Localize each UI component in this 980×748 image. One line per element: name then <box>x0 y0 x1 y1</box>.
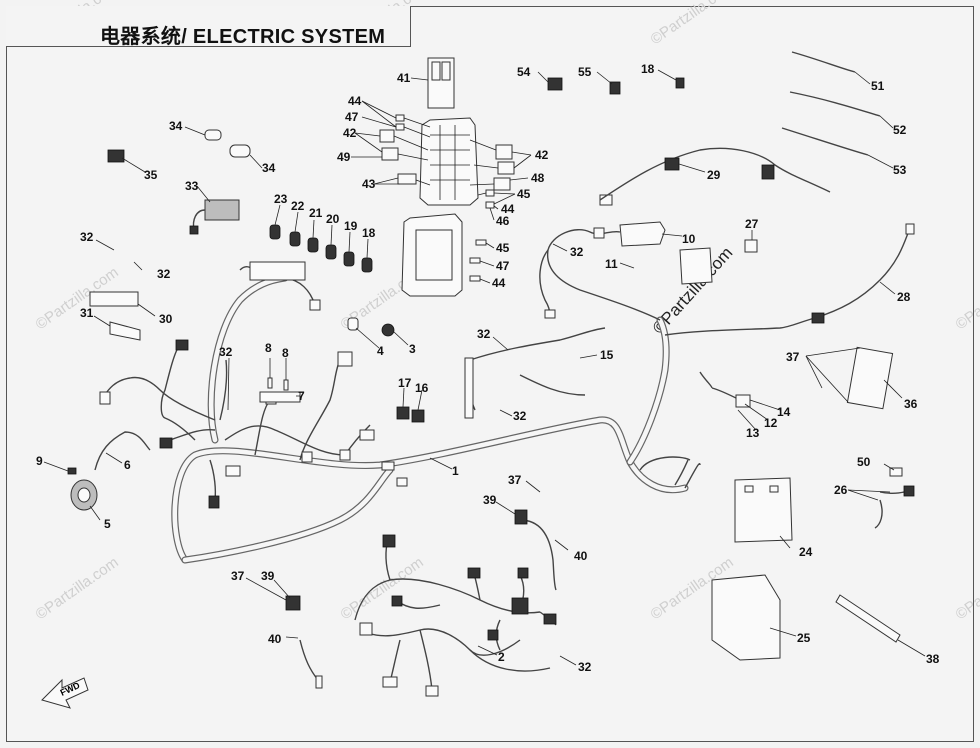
watermark: ©Partzilla.com <box>953 554 980 624</box>
callout-34: 34 <box>262 161 276 175</box>
callout-10: 10 <box>682 232 696 246</box>
callout-39: 39 <box>483 493 497 507</box>
callout-33: 33 <box>185 179 199 193</box>
callout-29: 29 <box>707 168 721 182</box>
callout-37: 37 <box>786 350 800 364</box>
rear-harness <box>354 534 557 697</box>
callout-7: 7 <box>298 389 305 403</box>
callout-55: 55 <box>578 65 592 79</box>
callout-21: 21 <box>309 206 323 220</box>
callout-20: 20 <box>326 212 340 226</box>
callout-41: 41 <box>397 71 411 85</box>
callout-32: 32 <box>513 409 527 423</box>
callout-22: 22 <box>291 199 305 213</box>
callout-54: 54 <box>517 65 531 79</box>
callout-40: 40 <box>574 549 588 563</box>
callout-24: 24 <box>799 545 813 559</box>
callout-46: 46 <box>496 214 510 228</box>
callout-16: 16 <box>415 381 429 395</box>
callout-50: 50 <box>857 455 871 469</box>
callout-32: 32 <box>578 660 592 674</box>
callout-5: 5 <box>104 517 111 531</box>
callout-42: 42 <box>343 126 357 140</box>
callout-14: 14 <box>777 405 791 419</box>
fwd-arrow: FWD <box>41 677 89 709</box>
callout-3: 3 <box>409 342 416 356</box>
callout-45: 45 <box>496 241 510 255</box>
callout-44: 44 <box>492 276 506 290</box>
callout-44: 44 <box>501 202 515 216</box>
main-harness <box>99 194 816 564</box>
callout-8: 8 <box>282 346 289 360</box>
callout-36: 36 <box>904 397 918 411</box>
right-side-parts <box>285 51 915 689</box>
callout-6: 6 <box>124 458 131 472</box>
callout-26: 26 <box>834 483 848 497</box>
fuse-box-assembly <box>379 57 515 297</box>
leader-lines <box>43 69 926 666</box>
callout-1: 1 <box>452 464 459 478</box>
callout-51: 51 <box>871 79 885 93</box>
callout-47: 47 <box>345 110 359 124</box>
watermark: ©Partzilla.com <box>953 264 980 334</box>
callout-23: 23 <box>274 192 288 206</box>
watermark: ©Partzilla.com <box>648 0 737 48</box>
callout-13: 13 <box>746 426 760 440</box>
watermark: ©Partzilla.com <box>338 554 427 624</box>
callout-31: 31 <box>80 306 94 320</box>
callout-38: 38 <box>926 652 940 666</box>
callout-35: 35 <box>144 168 158 182</box>
callout-27: 27 <box>745 217 759 231</box>
callout-15: 15 <box>600 348 614 362</box>
callout-49: 49 <box>337 150 351 164</box>
callout-8: 8 <box>265 341 272 355</box>
callout-18: 18 <box>641 62 655 76</box>
callout-44: 44 <box>348 94 362 108</box>
callout-4: 4 <box>377 344 384 358</box>
callout-34: 34 <box>169 119 183 133</box>
callout-28: 28 <box>897 290 911 304</box>
diagram-frame <box>6 6 974 742</box>
callout-40: 40 <box>268 632 282 646</box>
callout-32: 32 <box>219 345 233 359</box>
callout-43: 43 <box>362 177 376 191</box>
title-box: 电器系统/ ELECTRIC SYSTEM <box>6 6 411 48</box>
watermark: ©Partzilla.com <box>33 554 122 624</box>
callout-37: 37 <box>508 473 522 487</box>
callout-32: 32 <box>477 327 491 341</box>
callout-39: 39 <box>261 569 275 583</box>
callout-30: 30 <box>159 312 173 326</box>
callout-32: 32 <box>80 230 94 244</box>
callout-37: 37 <box>231 569 245 583</box>
callout-53: 53 <box>893 163 907 177</box>
callout-32: 32 <box>157 267 171 281</box>
page-title: 电器系统/ ELECTRIC SYSTEM <box>100 26 386 48</box>
callout-18: 18 <box>362 226 376 240</box>
callout-47: 47 <box>496 259 510 273</box>
callout-48: 48 <box>531 171 545 185</box>
callout-9: 9 <box>36 454 43 468</box>
callout-42: 42 <box>535 148 549 162</box>
callout-2: 2 <box>498 650 505 664</box>
callout-11: 11 <box>605 257 618 271</box>
callout-17: 17 <box>398 376 412 390</box>
callout-labels: 41 44 47 42 49 43 42 48 45 44 46 45 47 4… <box>36 62 940 674</box>
callout-52: 52 <box>893 123 907 137</box>
callout-45: 45 <box>517 187 531 201</box>
callout-12: 12 <box>764 416 778 430</box>
callout-32: 32 <box>570 245 584 259</box>
callout-25: 25 <box>797 631 811 645</box>
top-left-parts <box>67 129 425 511</box>
callout-19: 19 <box>344 219 358 233</box>
